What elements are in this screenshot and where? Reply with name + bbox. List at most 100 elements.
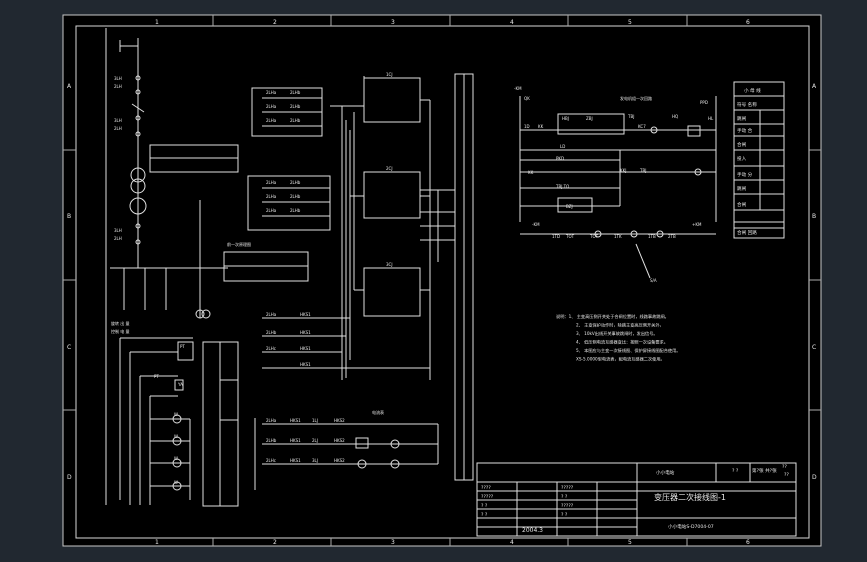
svg-text:2LHb: 2LHb xyxy=(266,330,277,335)
notes-block: 说明：1、 主变高压侧开关处于合闸位置时，线路事故跳闸。2、 主变保护动作时，除… xyxy=(556,313,681,363)
zone-row-label-right: C xyxy=(812,344,816,351)
zone-row-label-right: A xyxy=(812,83,817,90)
svg-text:2LH: 2LH xyxy=(114,126,122,131)
zone-col-label-bottom: 4 xyxy=(510,539,514,546)
drawing-number: 小小电站S-D7004-07 xyxy=(668,523,714,530)
label-test-text: 前一次原理图 xyxy=(227,241,251,247)
zone-row-label-left: A xyxy=(67,83,72,90)
svg-text:PKD: PKD xyxy=(556,156,564,161)
svg-text:TOT: TOT xyxy=(565,234,575,239)
svg-text:HKS1: HKS1 xyxy=(290,458,301,463)
zone-col-label-bottom: 1 xyxy=(155,539,159,546)
title-block-mid: ?????? ??????? ? xyxy=(561,485,574,518)
svg-text:2TB: 2TB xyxy=(668,234,676,239)
svg-text:2LHa: 2LHa xyxy=(266,418,277,423)
zone-row-label-left: D xyxy=(67,474,72,481)
title-block-left-cell: ? ? xyxy=(481,503,488,509)
zone-row-label-left: B xyxy=(67,213,71,220)
right-table-row: 手动 分 xyxy=(737,171,753,178)
right-table-row: 合闸 xyxy=(737,201,747,208)
svg-text:3LJ: 3LJ xyxy=(312,458,318,463)
label-gen-sensor: 发电机组一次回路 xyxy=(620,95,652,101)
label-sw: S/A xyxy=(650,278,657,283)
right-table-row: 跳闸 xyxy=(737,185,747,192)
svg-text:HKS1: HKS1 xyxy=(290,418,301,423)
svg-text:2LHb: 2LHb xyxy=(290,194,301,199)
title-block-left-cell: ????? xyxy=(481,494,494,500)
svg-text:3LH: 3LH xyxy=(114,118,122,123)
zone-row-label-right: B xyxy=(812,213,816,220)
primary-one-line xyxy=(105,28,309,507)
control-circuit xyxy=(247,73,474,490)
right-table-header: 小 母 线 xyxy=(744,87,761,94)
svg-text:TBJ: TBJ xyxy=(627,114,634,119)
svg-text:HKS1: HKS1 xyxy=(290,438,301,443)
title-block-left-cell: ? ? xyxy=(481,512,488,518)
svg-text:TBJ TQ: TBJ TQ xyxy=(555,184,569,189)
breaker-control xyxy=(519,81,785,279)
svg-text:1TB: 1TB xyxy=(648,234,656,239)
svg-text:TBJ: TBJ xyxy=(639,168,646,173)
label-pt: PT xyxy=(180,344,185,349)
svg-text:2LHa: 2LHa xyxy=(266,312,277,317)
svg-text:W: W xyxy=(174,480,178,485)
svg-text:2LHc: 2LHc xyxy=(266,458,276,463)
svg-text:LD: LD xyxy=(560,144,565,149)
svg-text:HKS1: HKS1 xyxy=(300,346,311,351)
note-line: 3、 10kV出线开关事故跳闸时，发出信号。 xyxy=(576,330,658,337)
title-block-left-cell: ???? xyxy=(481,485,491,491)
title-block-mid-cell: ? ? xyxy=(561,512,568,518)
svg-text:HQ: HQ xyxy=(672,114,678,119)
svg-text:2LHb: 2LHb xyxy=(290,208,301,213)
svg-text:HKS2: HKS2 xyxy=(334,458,345,463)
svg-text:2LH: 2LH xyxy=(114,84,122,89)
svg-text:KKJ: KKJ xyxy=(620,168,626,173)
svg-text:W: W xyxy=(174,412,178,417)
svg-text:3LH: 3LH xyxy=(114,228,122,233)
note-line: XS-5.0000型电流表，配电流互感器二次使用。 xyxy=(576,356,665,363)
right-table-row: 跳闸 xyxy=(737,115,747,122)
svg-text:ZBJ: ZBJ xyxy=(586,116,593,121)
title-block-top: ? ?第?张 共?张???? xyxy=(732,464,789,478)
title-block-cell: 第?张 共?张 xyxy=(752,467,777,474)
right-table-row: 手动 合 xyxy=(737,127,753,134)
svg-text:BZJ: BZJ xyxy=(566,204,573,209)
svg-text:控制 电 量: 控制 电 量 xyxy=(111,328,130,334)
svg-text:+KM: +KM xyxy=(692,222,702,227)
svg-text:2LHa: 2LHa xyxy=(266,208,277,213)
svg-text:1CJ: 1CJ xyxy=(386,72,393,77)
svg-text:KC7: KC7 xyxy=(638,124,646,129)
svg-text:2CJ: 2CJ xyxy=(386,166,393,171)
title-block-cell: ?? xyxy=(784,472,789,478)
right-table-row: 合闸 xyxy=(737,141,747,148)
drawing-title: 变压器二次接线图-1 xyxy=(654,492,726,502)
right-table-row: 符号 名称 xyxy=(737,101,757,108)
svg-text:2LHa: 2LHa xyxy=(266,118,277,123)
svg-text:2LHb: 2LHb xyxy=(290,90,301,95)
svg-text:HL: HL xyxy=(708,116,714,121)
svg-text:3LH: 3LH xyxy=(114,76,122,81)
svg-text:1TK: 1TK xyxy=(614,234,622,239)
zone-col-label-bottom: 2 xyxy=(273,539,277,546)
inner-border xyxy=(75,25,810,539)
svg-text:HKS1: HKS1 xyxy=(300,330,311,335)
svg-text:W: W xyxy=(174,434,178,439)
zone-col-label-bottom: 6 xyxy=(746,539,750,546)
title-block-mid-cell: ? ? xyxy=(561,494,568,500)
svg-text:QK: QK xyxy=(524,96,530,101)
drawing-date: 2004.3 xyxy=(522,527,543,534)
zone-ticks xyxy=(63,15,821,546)
svg-text:HKS1: HKS1 xyxy=(300,362,311,367)
svg-text:TOT: TOT xyxy=(589,234,599,239)
svg-text:HKS2: HKS2 xyxy=(334,418,345,423)
svg-text:HKS2: HKS2 xyxy=(334,438,345,443)
title-block-mid-cell: ????? xyxy=(561,485,574,491)
zone-row-label-left: C xyxy=(67,344,71,351)
note-line: 5、 本图应与主变一次接线图、保护屏接线图配合使用。 xyxy=(576,347,681,354)
svg-text:2LHa: 2LHa xyxy=(266,104,277,109)
svg-text:2LHb: 2LHb xyxy=(266,438,277,443)
svg-text:2LHc: 2LHc xyxy=(266,346,276,351)
